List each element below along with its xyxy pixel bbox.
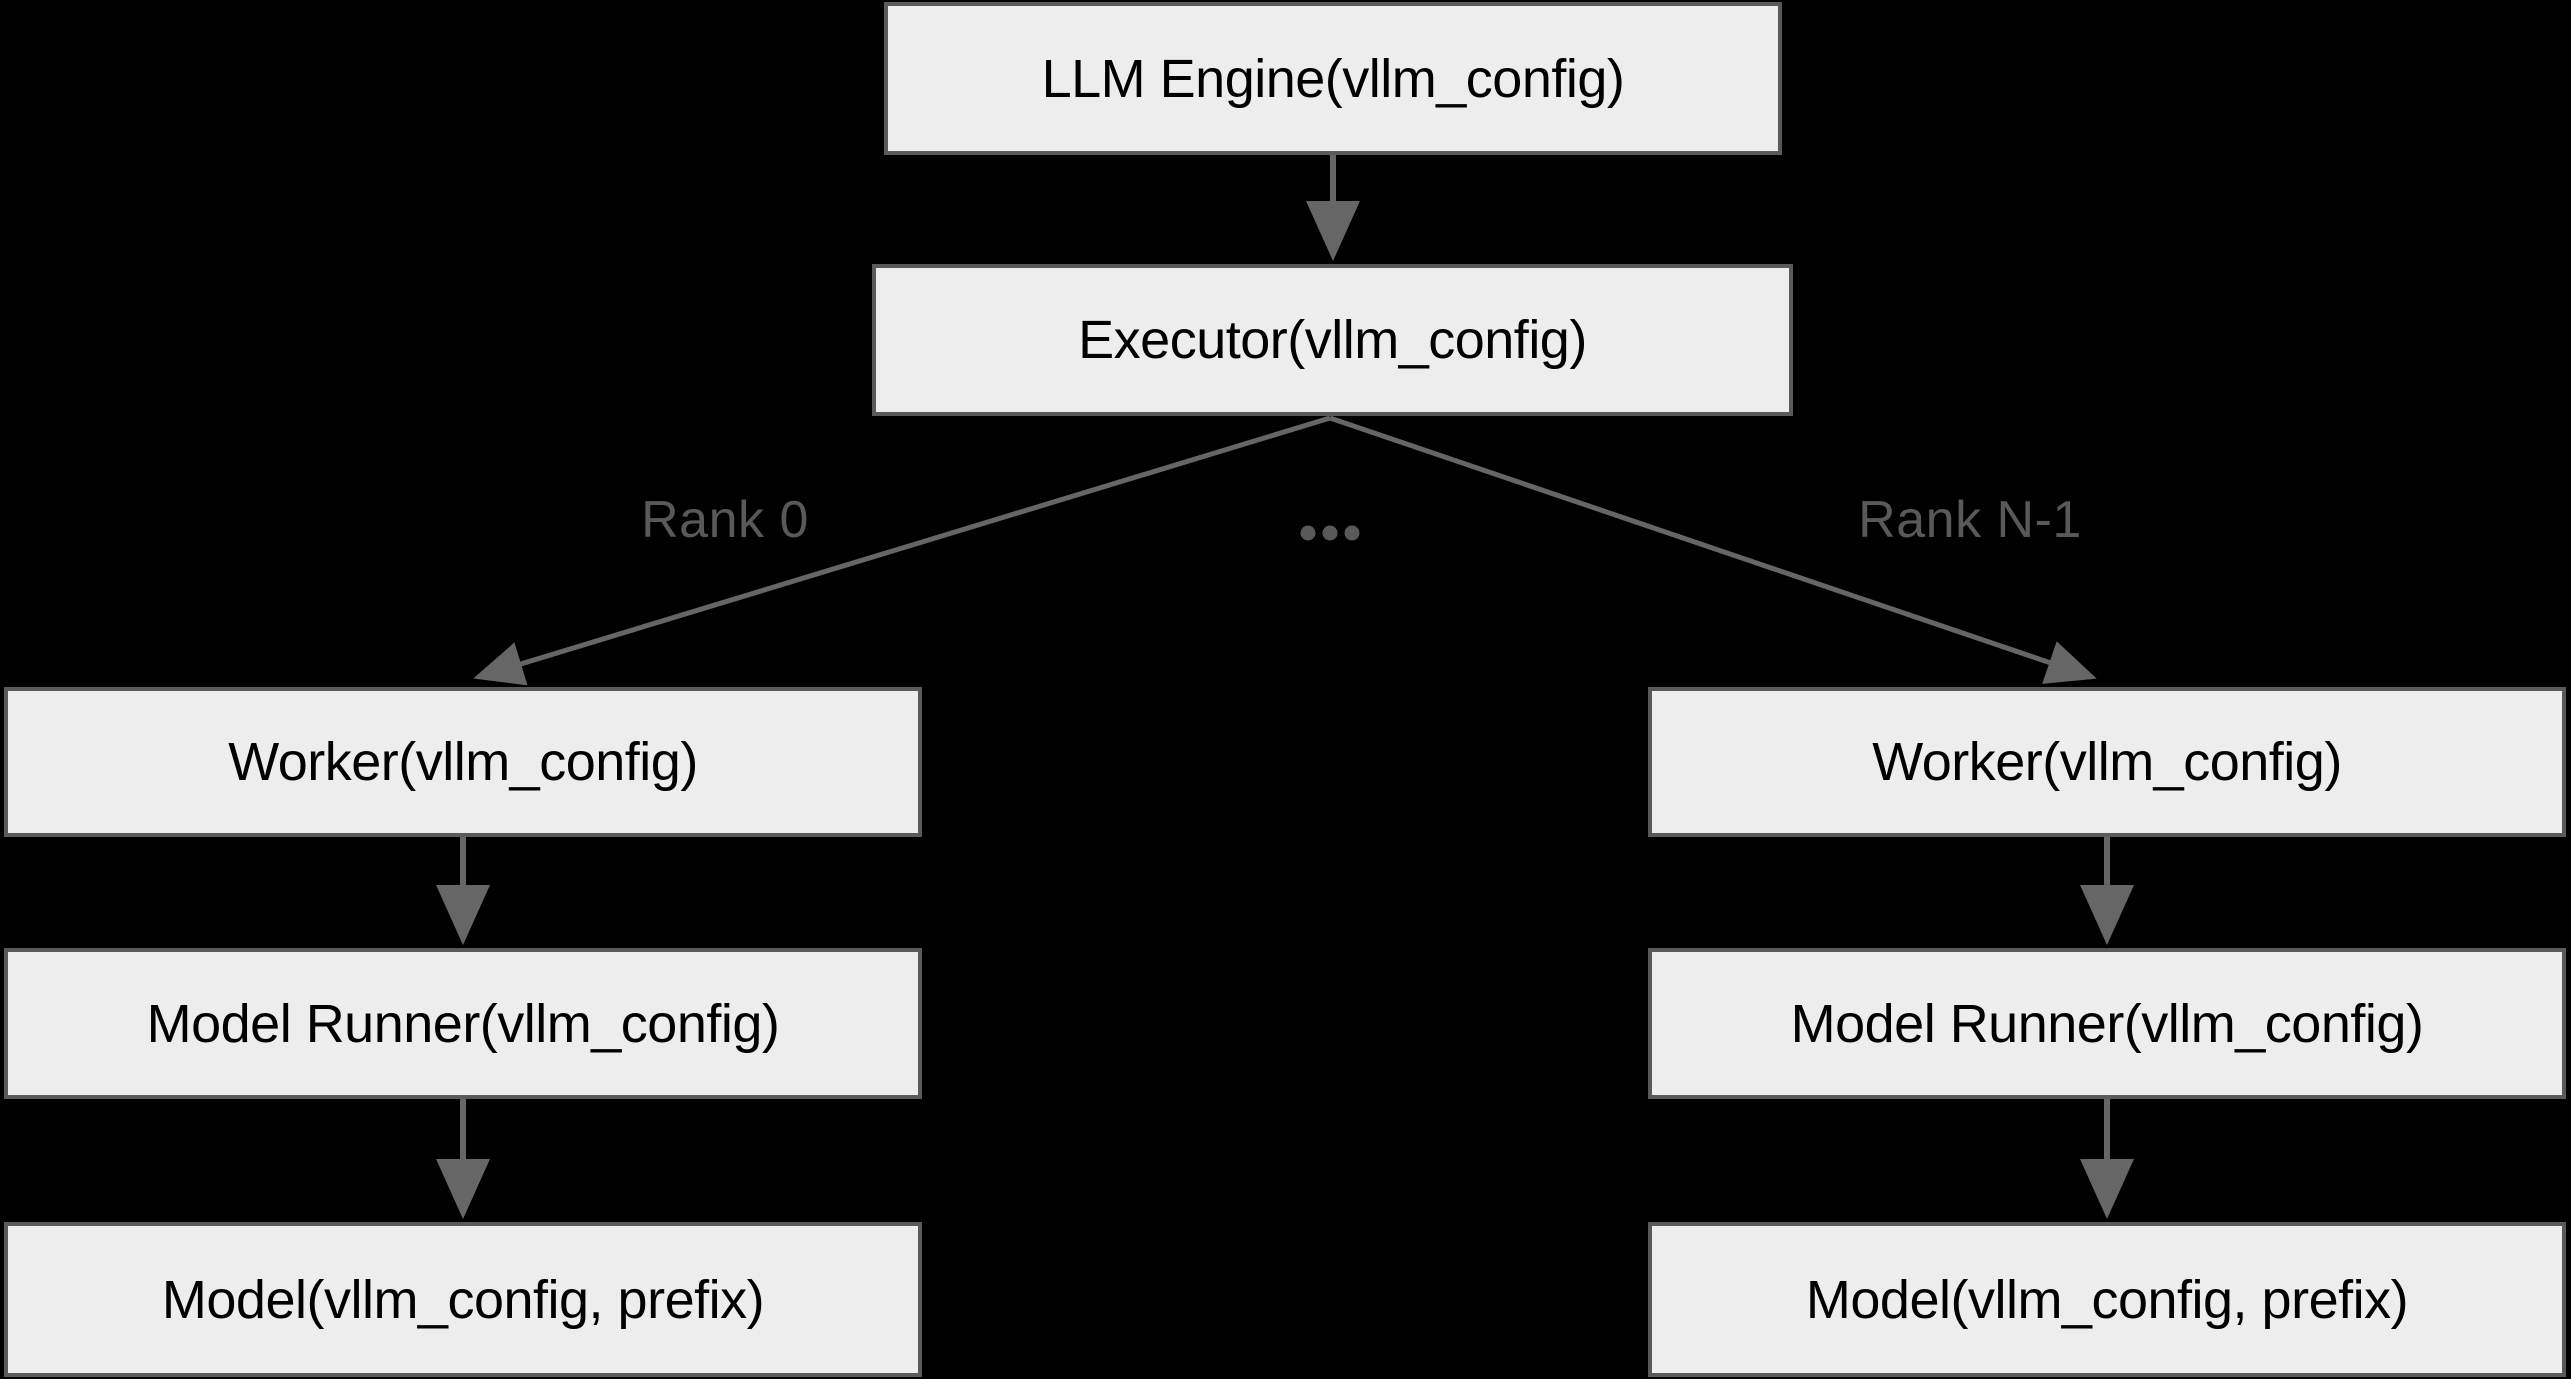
node-llm-engine[interactable]: LLM Engine(vllm_config) [884, 2, 1782, 155]
node-worker-rank0[interactable]: Worker(vllm_config) [4, 687, 922, 837]
node-model-runner-rankn[interactable]: Model Runner(vllm_config) [1648, 948, 2566, 1099]
node-executor[interactable]: Executor(vllm_config) [872, 264, 1793, 416]
edge-label-rank-0: Rank 0 [641, 491, 809, 549]
node-worker-rankn[interactable]: Worker(vllm_config) [1648, 687, 2566, 837]
edge-label-rank-n-minus-1: Rank N-1 [1858, 491, 2082, 549]
edge-label-ellipsis [1300, 525, 1360, 541]
node-model-runner-rank0[interactable]: Model Runner(vllm_config) [4, 948, 922, 1099]
edge-executor-to-worker-rank0 [473, 415, 1331, 686]
node-model-rank0[interactable]: Model(vllm_config, prefix) [4, 1222, 922, 1377]
node-model-rankn[interactable]: Model(vllm_config, prefix) [1648, 1222, 2566, 1377]
